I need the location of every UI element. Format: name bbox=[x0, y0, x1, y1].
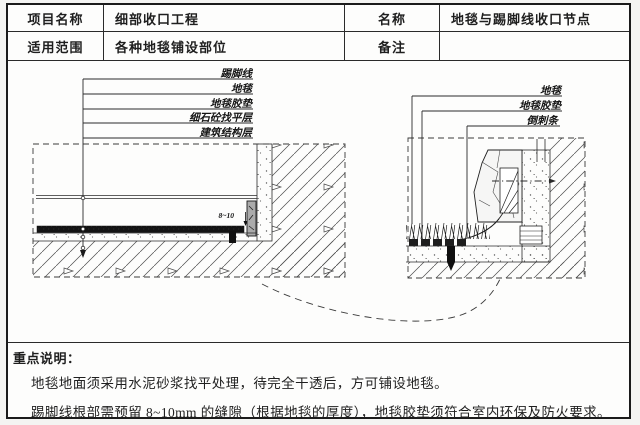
gripper-wedge bbox=[499, 167, 519, 214]
tack-fastener bbox=[229, 231, 236, 243]
right-diagram: 地毯 地毯胶垫 倒刺条 bbox=[406, 84, 586, 279]
name-label: 名称 bbox=[345, 5, 440, 32]
label-screed: 细石砼找平层 bbox=[189, 111, 253, 124]
label-carpet-pad-detail: 地毯胶垫 bbox=[519, 99, 562, 112]
carpet-layer bbox=[36, 225, 245, 233]
remark-value bbox=[440, 32, 629, 61]
drawing-panel: 8~10 踢脚线 地毯 地毯胶垫 细石砼找平层 建筑结构层 bbox=[8, 62, 629, 342]
label-tack-strip: 倒刺条 bbox=[527, 114, 560, 127]
right-layer-labels: 地毯 地毯胶垫 倒刺条 bbox=[412, 84, 563, 127]
left-leader-spine bbox=[80, 79, 86, 258]
shim-ledge bbox=[519, 225, 543, 245]
floor-hatch-detail bbox=[408, 262, 585, 278]
gap-dimension-text: 8~10 bbox=[218, 211, 234, 220]
spec-header-table: 项目名称 细部收口工程 名称 地毯与踢脚线收口节点 适用范围 各种地毯铺设部位 … bbox=[8, 5, 629, 61]
notes-section: 重点说明： 地毯地面须采用水泥砂浆找平处理，待完全干透后，方可铺设地毯。 踢脚线… bbox=[8, 342, 629, 420]
label-structure: 建筑结构层 bbox=[199, 126, 254, 139]
mortar-strip bbox=[521, 149, 551, 263]
scope-label: 适用范围 bbox=[8, 32, 104, 61]
label-carpet-detail: 地毯 bbox=[540, 84, 563, 97]
note-item: 地毯地面须采用水泥砂浆找平处理，待完全干透后，方可铺设地毯。 bbox=[31, 376, 448, 391]
project-name-value: 细部收口工程 bbox=[104, 5, 345, 32]
right-leader-spines bbox=[411, 96, 468, 241]
screed-band-detail bbox=[406, 246, 550, 262]
scope-value: 各种地毯铺设部位 bbox=[104, 32, 345, 61]
left-diagram-boundary bbox=[32, 143, 346, 278]
carpet-fibers bbox=[406, 220, 490, 240]
detail-callout-curve bbox=[261, 278, 501, 322]
left-layer-labels: 踢脚线 地毯 地毯胶垫 细石砼找平层 建筑结构层 bbox=[83, 67, 254, 139]
skirting-board-section bbox=[246, 200, 257, 237]
skirting-top-edge bbox=[36, 195, 257, 199]
project-name-label: 项目名称 bbox=[8, 5, 104, 32]
notes-title: 重点说明： bbox=[13, 351, 81, 366]
remark-label: 备注 bbox=[345, 32, 440, 61]
label-carpet: 地毯 bbox=[231, 82, 254, 95]
right-diagram-boundary bbox=[407, 137, 586, 279]
left-diagram: 8~10 踢脚线 地毯 地毯胶垫 细石砼找平层 建筑结构层 bbox=[32, 67, 346, 278]
label-carpet-pad: 地毯胶垫 bbox=[210, 97, 253, 110]
name-value: 地毯与踢脚线收口节点 bbox=[440, 5, 629, 32]
wall-plaster-strip bbox=[256, 143, 273, 242]
detail-drawing-svg: 8~10 踢脚线 地毯 地毯胶垫 细石砼找平层 建筑结构层 bbox=[32, 67, 586, 322]
screed-layer bbox=[33, 233, 257, 241]
note-item: 踢脚线根部需预留 8~10mm 的缝隙（根据地毯的厚度），地毯胶垫须符合室内环保… bbox=[31, 405, 611, 420]
tack-nail bbox=[447, 246, 455, 271]
label-skirting: 踢脚线 bbox=[221, 67, 254, 80]
wall-anchor-line bbox=[492, 178, 556, 184]
tack-strip-blocks bbox=[409, 239, 466, 246]
gap-dimension-arrow bbox=[243, 212, 248, 226]
